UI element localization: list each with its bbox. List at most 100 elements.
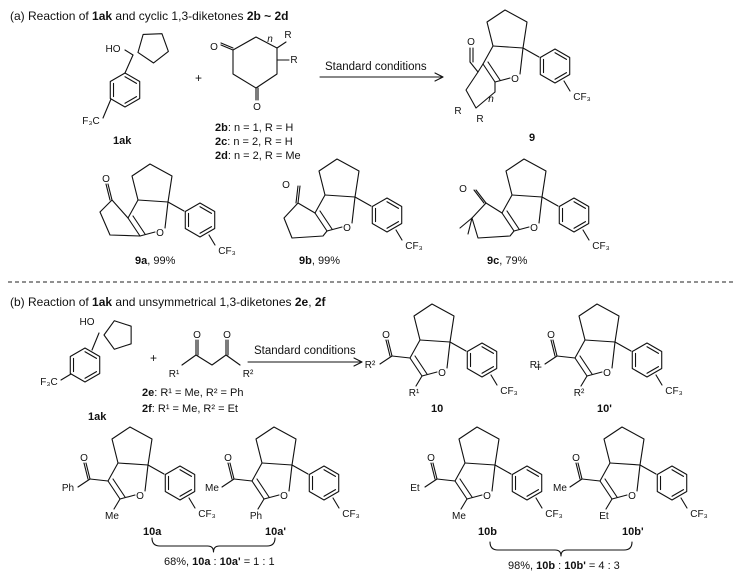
bond [449,341,467,352]
bond [263,494,280,500]
bond [257,498,265,510]
double-bond [386,201,400,209]
bond [379,355,393,365]
double-bond [220,42,234,49]
product-10a-prime-low-group: Ph [250,511,262,522]
bond [574,339,586,359]
n-index: n [267,34,273,45]
compound-label-10b-prime: 10b' [622,526,644,538]
ring-bond [283,202,328,239]
double-bond [323,469,337,477]
cyclopentane [318,158,360,198]
double-bond [671,469,685,477]
double-bond [526,469,540,477]
bond [111,199,129,219]
benzene-ring [308,465,340,501]
cyclopentane [486,9,528,49]
bond [460,498,468,510]
bond [409,357,423,377]
bond [139,231,156,237]
bond [586,371,603,377]
benzene-ring [631,342,663,378]
bond [251,480,265,500]
bond [599,462,611,482]
double-bond [386,221,400,229]
arrow-label-b: Standard conditions [254,345,356,357]
bond [541,196,559,207]
double-bond [487,61,501,81]
bond [492,45,524,49]
oxygen-atom: O [193,330,201,341]
bond [605,498,613,510]
cyclopentane [103,320,132,350]
oxygen-atom: O [483,491,491,502]
bond [475,189,487,204]
bond [522,47,540,58]
bond [556,355,576,359]
benzene-ring [539,48,571,84]
ring-bond [465,71,496,109]
bond [99,199,113,213]
bond [477,63,484,73]
product-10-left-group: R² [365,360,376,371]
bond [188,497,196,509]
bond [144,464,149,492]
bond [332,497,340,509]
oxygen-atom: O [282,180,290,191]
compound-label-1ak-b: 1ak [88,411,107,423]
double-bond [227,462,233,480]
section-a-heading: (a) Reaction of 1ak and cyclic 1,3-diket… [10,9,289,23]
compound-label-10-prime: 10' [597,403,612,415]
variant-2d: 2d: n = 2, R = Me [215,150,301,162]
bond [680,497,688,509]
oxygen-atom: O [102,174,110,185]
oxygen-atom: O [80,453,88,464]
double-bond [481,366,495,374]
bond [291,464,309,475]
double-bond [256,478,270,498]
benzene-ring [558,197,590,233]
double-bond [646,366,660,374]
product-10a-low-group: Me [105,511,119,522]
compound-label-10b: 10b [478,526,497,538]
double-bond [550,339,556,357]
oxygen-atom: O [382,330,390,341]
double-bond [554,52,568,60]
double-bond [319,210,333,230]
bond [535,497,543,509]
bond [107,462,119,482]
double-bond [84,351,98,359]
bond [544,355,558,365]
ring-bond [99,211,141,237]
product-9b-label: 9b, 99% [299,255,340,267]
bond [233,478,253,482]
oxygen-atom: O [511,74,519,85]
bond [501,212,515,232]
bond [117,462,149,466]
bond [614,341,632,352]
oxygen-atom: O [343,223,351,234]
cf3-group: CF₃ [592,241,609,252]
cyclopentane [578,303,620,343]
bond [297,202,316,214]
double-bond [385,339,391,357]
bond [421,371,438,377]
plus-sign: + [195,71,203,85]
bond [288,464,293,492]
bond [251,462,263,482]
double-bond [179,469,193,477]
product-10b-prime-low-group: Et [599,511,609,522]
cf3-group: CF₃ [665,386,682,397]
cyclopentane [413,303,455,343]
double-bond [414,355,428,375]
bond [582,229,590,241]
benzene-ring [371,197,403,233]
cf3-group: CF₃ [690,509,707,520]
double-bond [526,489,540,497]
bond [147,464,165,475]
bond [119,494,136,500]
compound-label-1ak: 1ak [113,135,132,147]
r-group: R [290,55,297,66]
bond [454,462,466,482]
bond [482,45,494,65]
